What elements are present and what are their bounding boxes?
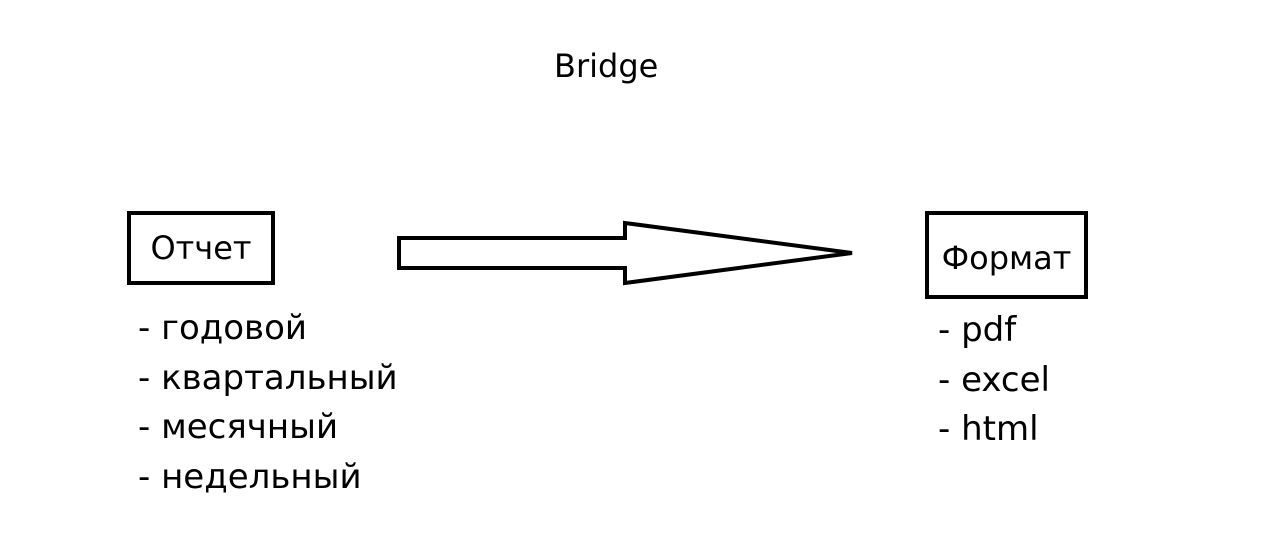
format-box-label: Формат [941,239,1072,277]
report-box-label: Отчет [150,229,252,267]
report-types-list: - годовой - квартальный - месячный - нед… [138,304,398,502]
report-type-item: - годовой [138,308,307,348]
format-type-item: - pdf [938,310,1017,350]
format-type-item: - html [938,409,1039,449]
format-types-list: - pdf - excel - html [938,306,1050,455]
diagram-title: Bridge [554,47,659,85]
report-type-item: - недельный [138,456,362,497]
format-type-item: - excel [938,359,1050,400]
bridge-arrow-shape [397,220,853,286]
report-type-item: - месячный [138,407,339,447]
report-type-item: - квартальный [138,357,398,398]
report-box: Отчет [127,211,275,285]
format-box: Формат [925,211,1088,299]
